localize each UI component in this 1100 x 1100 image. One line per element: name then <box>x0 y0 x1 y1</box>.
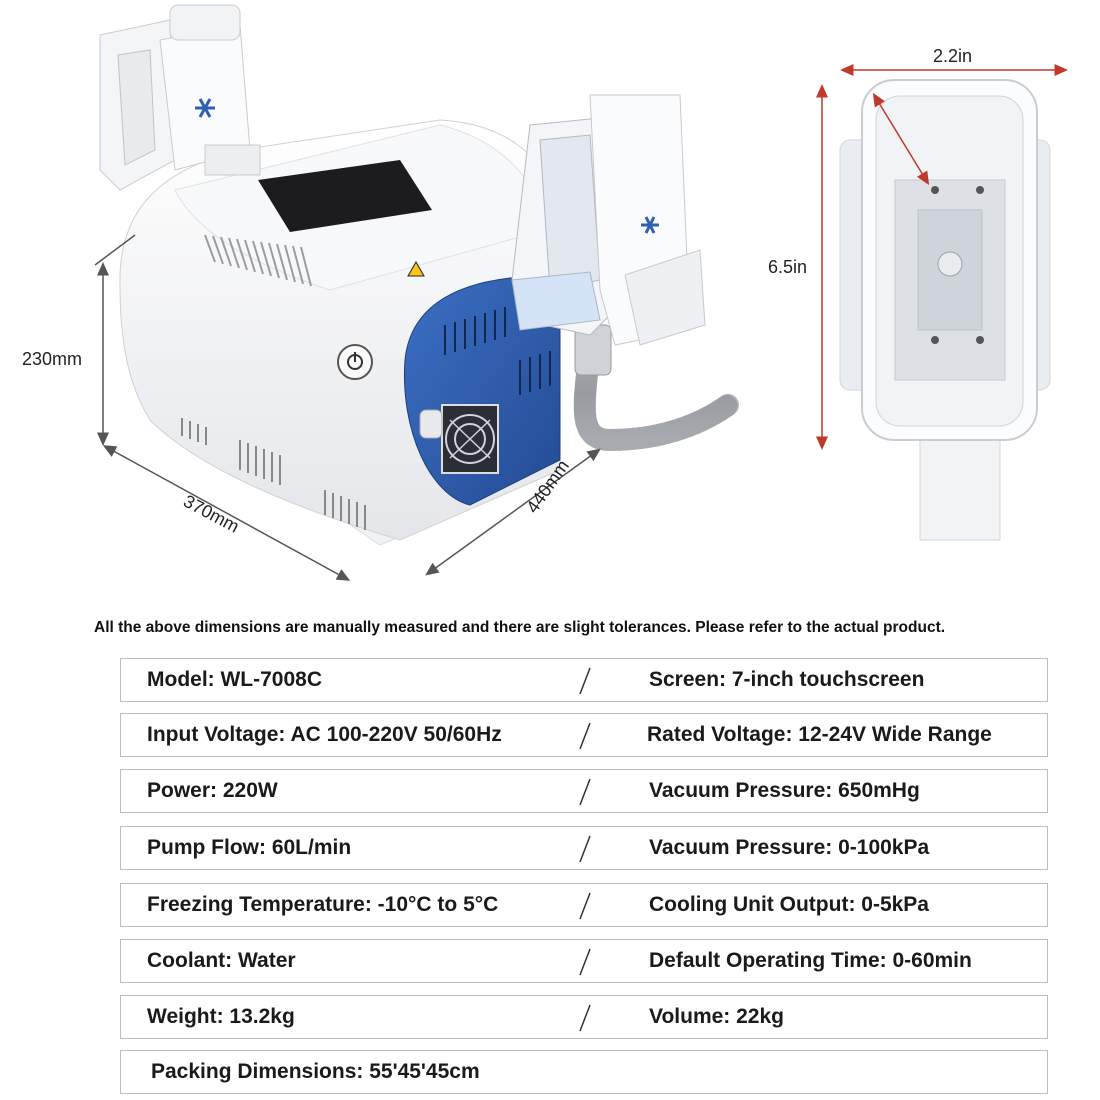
cryo-machine-illustration <box>99 4 739 546</box>
dimension-lines <box>94 234 601 581</box>
separator-slash <box>579 722 591 750</box>
spec-left-cell: Power: 220W <box>147 779 278 802</box>
spec-row: Model: WL-7008C Screen: 7-inch touchscre… <box>120 658 1048 702</box>
spec-row: Power: 220W Vacuum Pressure: 650mHg <box>120 769 1048 813</box>
height-dimension-label: 230mm <box>22 349 82 369</box>
spec-row: Freezing Temperature: -10°C to 5°C Cooli… <box>120 883 1048 927</box>
snowflake-icon <box>641 216 659 234</box>
spec-right-cell: Default Operating Time: 0-60min <box>649 949 972 972</box>
spec-left-cell: Model: WL-7008C <box>147 668 323 691</box>
applicator-width-label: 2.2in <box>933 46 972 66</box>
measurement-disclaimer: All the above dimensions are manually me… <box>94 619 946 636</box>
spec-right-cell: Cooling Unit Output: 0-5kPa <box>649 893 929 916</box>
spec-left-cell: Pump Flow: 60L/min <box>147 836 352 859</box>
product-figure: 230mm 370mm 440mm 2.2in 6.5in <box>22 4 1068 581</box>
separator-slash <box>579 1004 591 1032</box>
spec-right-cell: Volume: 22kg <box>649 1005 784 1028</box>
spec-right-cell: Rated Voltage: 12-24V Wide Range <box>647 723 992 746</box>
separator-slash <box>579 835 591 863</box>
spec-left-cell: Coolant: Water <box>147 949 296 972</box>
separator-slash <box>579 948 591 976</box>
applicator-illustration <box>839 79 1051 541</box>
snowflake-icon <box>195 98 215 118</box>
spec-left-cell: Input Voltage: AC 100-220V 50/60Hz <box>147 723 502 746</box>
spec-row: Input Voltage: AC 100-220V 50/60Hz Rated… <box>120 713 1048 757</box>
spec-left-cell: Weight: 13.2kg <box>147 1005 295 1028</box>
applicator-height-label: 6.5in <box>768 257 807 277</box>
spec-row: Pump Flow: 60L/min Vacuum Pressure: 0-10… <box>120 826 1048 870</box>
spec-right-cell: Screen: 7-inch touchscreen <box>649 668 925 691</box>
spec-right-cell: Vacuum Pressure: 0-100kPa <box>649 836 930 859</box>
spec-right-cell: Vacuum Pressure: 650mHg <box>649 779 920 802</box>
spec-left-cell: Freezing Temperature: -10°C to 5°C <box>147 893 499 916</box>
width-dimension-label: 370mm <box>180 491 242 537</box>
applicator-dimension-lines <box>816 64 1068 450</box>
spec-row: Packing Dimensions: 55'45'45cm <box>120 1050 1048 1094</box>
spec-row: Weight: 13.2kg Volume: 22kg <box>120 995 1048 1039</box>
spec-left-cell: Packing Dimensions: 55'45'45cm <box>151 1060 480 1083</box>
spec-row: Coolant: Water Default Operating Time: 0… <box>120 939 1048 983</box>
separator-slash <box>579 778 591 806</box>
separator-slash <box>579 892 591 920</box>
separator-slash <box>579 667 591 695</box>
